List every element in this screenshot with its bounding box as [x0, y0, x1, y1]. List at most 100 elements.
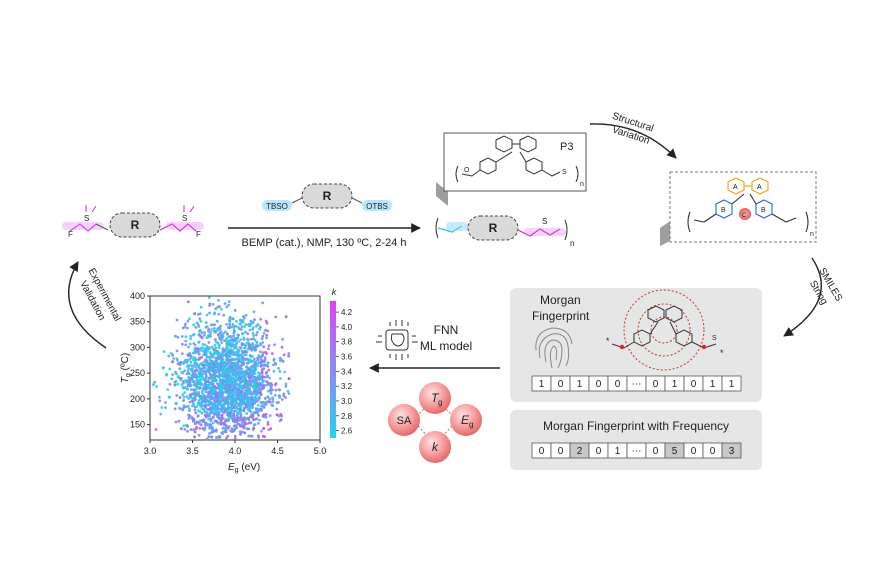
- scatter-point: [211, 421, 215, 425]
- scatter-point: [182, 399, 186, 402]
- scatter-point: [211, 430, 215, 434]
- scatter-point: [257, 413, 260, 417]
- scatter-point: [239, 346, 243, 350]
- scatter-point: [214, 307, 218, 311]
- scatter-point: [260, 337, 264, 341]
- scatter-point: [266, 420, 270, 424]
- scatter-point: [228, 322, 232, 326]
- scatter-point: [162, 350, 166, 353]
- scatter-point: [215, 365, 218, 369]
- p3-oxygen-left: O: [464, 167, 470, 174]
- scatter-point: [217, 299, 220, 302]
- scatter-point: [219, 379, 223, 382]
- scatter-point: [246, 389, 250, 393]
- silyl-monomer-structure: R TBSO OTBS: [262, 183, 392, 211]
- scatter-point: [210, 385, 214, 389]
- scatter-point: [256, 356, 259, 360]
- scatter-point: [260, 429, 263, 433]
- scatter-point: [226, 366, 230, 370]
- scatter-point: [212, 348, 216, 352]
- scatter-point: [260, 371, 264, 375]
- scatter-point: [210, 375, 214, 379]
- scatter-point: [284, 315, 288, 319]
- scatter-point: [195, 405, 199, 408]
- scatter-point: [188, 381, 192, 385]
- scatter-point: [193, 391, 197, 394]
- scatter-point: [213, 344, 217, 347]
- scatter-point: [246, 358, 250, 362]
- scatter-point: [229, 343, 233, 347]
- scatter-point: [215, 408, 219, 412]
- scatter-point: [253, 401, 256, 404]
- scatter-point: [241, 421, 244, 424]
- scatter-point: [230, 401, 234, 405]
- scatter-point: [278, 377, 282, 380]
- scatter-point: [219, 324, 222, 328]
- bit-value: 5: [672, 446, 678, 457]
- scatter-point: [189, 368, 193, 372]
- scatter-point: [236, 354, 240, 357]
- scatter-point: [204, 380, 207, 384]
- scatter-point: [165, 372, 169, 376]
- scatter-point: [197, 341, 201, 344]
- scatter-point: [275, 413, 279, 417]
- scatter-point: [212, 353, 216, 356]
- scatter-point: [220, 361, 223, 364]
- p3-label: P3: [560, 141, 573, 153]
- scatter-point: [207, 369, 211, 372]
- scatter-point: [191, 351, 195, 355]
- scatter-point: [187, 345, 191, 349]
- scatter-point: [256, 375, 260, 378]
- scatter-point: [196, 409, 200, 412]
- scatter-point: [233, 330, 236, 333]
- scatter-point: [260, 384, 263, 388]
- ring-b-label-right: B: [761, 207, 766, 214]
- scatter-point: [223, 339, 226, 342]
- scatter-point: [274, 382, 278, 385]
- scatter-point: [212, 403, 215, 407]
- scatter-point: [265, 371, 269, 374]
- scatter-point: [205, 399, 209, 403]
- scatter-point: [261, 379, 265, 383]
- scatter-point: [203, 353, 207, 357]
- scatter-point: [192, 428, 196, 432]
- scatter-point: [220, 355, 223, 359]
- scatter-point: [261, 334, 265, 338]
- scatter-point: [238, 419, 242, 422]
- scatter-point: [226, 347, 230, 351]
- scatter-point: [181, 380, 185, 383]
- scatter-point: [193, 365, 196, 368]
- scatter-point: [195, 347, 199, 350]
- scatter-point: [186, 300, 190, 304]
- p3-panel: P3 O S n: [436, 132, 587, 206]
- scatter-point: [251, 380, 255, 383]
- scatter-point: [205, 437, 209, 441]
- target-tg-label: T: [431, 391, 440, 405]
- scatter-point: [185, 380, 189, 384]
- scatter-point: [278, 356, 282, 360]
- scatter-point: [243, 325, 247, 328]
- scatter-point: [178, 396, 182, 399]
- scatter-point: [176, 382, 180, 386]
- scatter-point: [259, 358, 263, 361]
- scatter-point: [233, 346, 237, 350]
- scatter-point: [166, 388, 170, 391]
- scatter-point: [261, 341, 265, 344]
- scatter-point: [217, 376, 221, 379]
- scatter-point: [258, 418, 261, 422]
- scatter-point: [207, 393, 210, 397]
- scatter-point: [238, 375, 241, 379]
- scatter-point: [244, 378, 248, 382]
- scatter-point: [244, 330, 247, 334]
- scatter-point: [253, 375, 257, 379]
- scatter-point: [202, 400, 206, 404]
- scatter-point: [189, 364, 193, 367]
- scatter-point: [174, 420, 178, 424]
- p3-subscript-n: n: [580, 181, 584, 188]
- scatter-point: [181, 408, 185, 412]
- scatter-point: [173, 380, 177, 384]
- scatter-point: [256, 377, 259, 380]
